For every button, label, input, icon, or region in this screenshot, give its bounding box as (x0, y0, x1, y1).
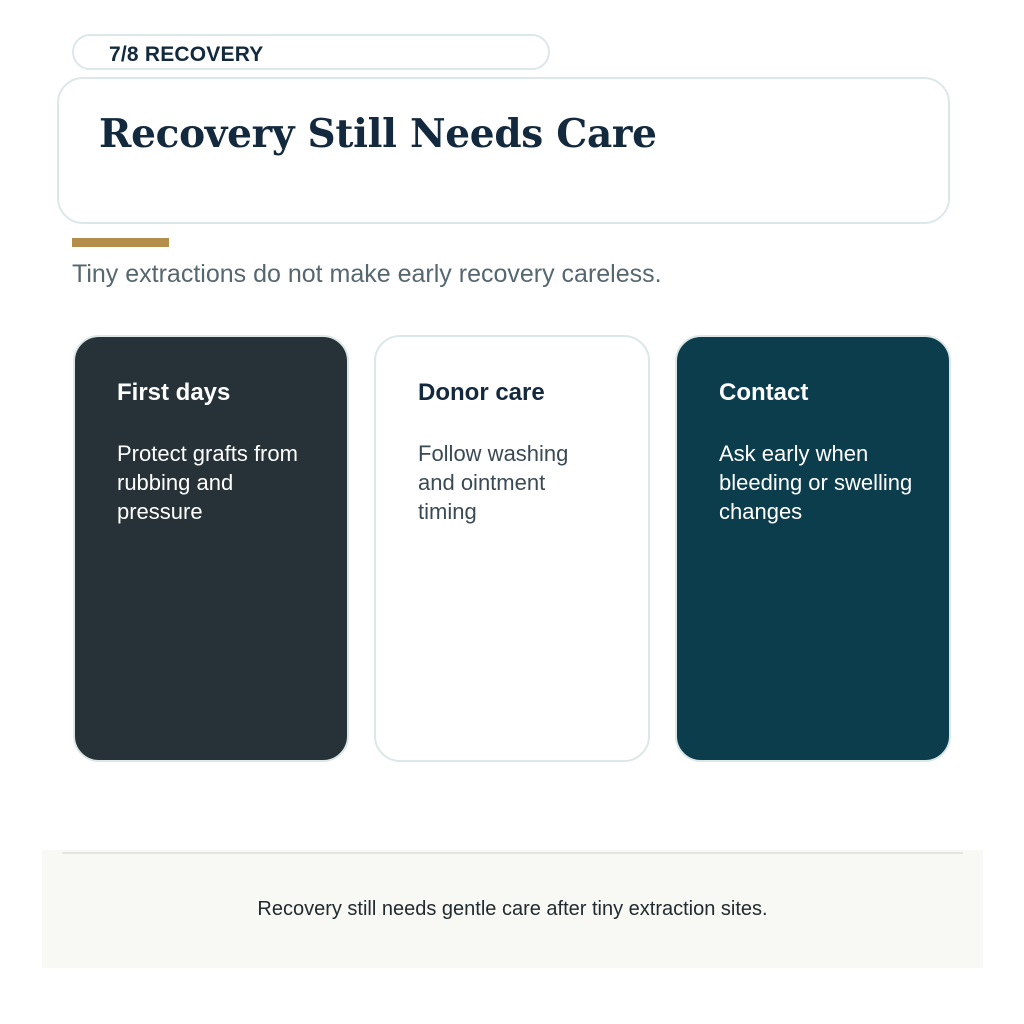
progress-pill: 7/8 RECOVERY (72, 34, 550, 70)
card-text: Follow washing and ointment timing (418, 441, 569, 524)
card-text: Protect grafts from rubbing and pressure (117, 441, 298, 524)
card-first-days: First days Protect grafts from rubbing a… (73, 335, 349, 762)
card-title: Contact (719, 379, 809, 406)
page-subtitle: Tiny extractions do not make early recov… (72, 260, 662, 288)
card-title: Donor care (418, 379, 545, 406)
title-card: Recovery Still Needs Care (57, 77, 950, 224)
card-text: Ask early when bleeding or swelling chan… (719, 441, 913, 524)
accent-bar (72, 238, 169, 247)
card-donor-care: Donor care Follow washing and ointment t… (374, 335, 650, 762)
card-contact: Contact Ask early when bleeding or swell… (675, 335, 951, 762)
footer: Recovery still needs gentle care after t… (42, 850, 983, 968)
footer-divider (62, 852, 963, 854)
footer-text: Recovery still needs gentle care after t… (257, 898, 768, 920)
progress-label: 7/8 RECOVERY (109, 43, 264, 66)
page-title: Recovery Still Needs Care (99, 111, 657, 157)
card-title: First days (117, 379, 231, 406)
